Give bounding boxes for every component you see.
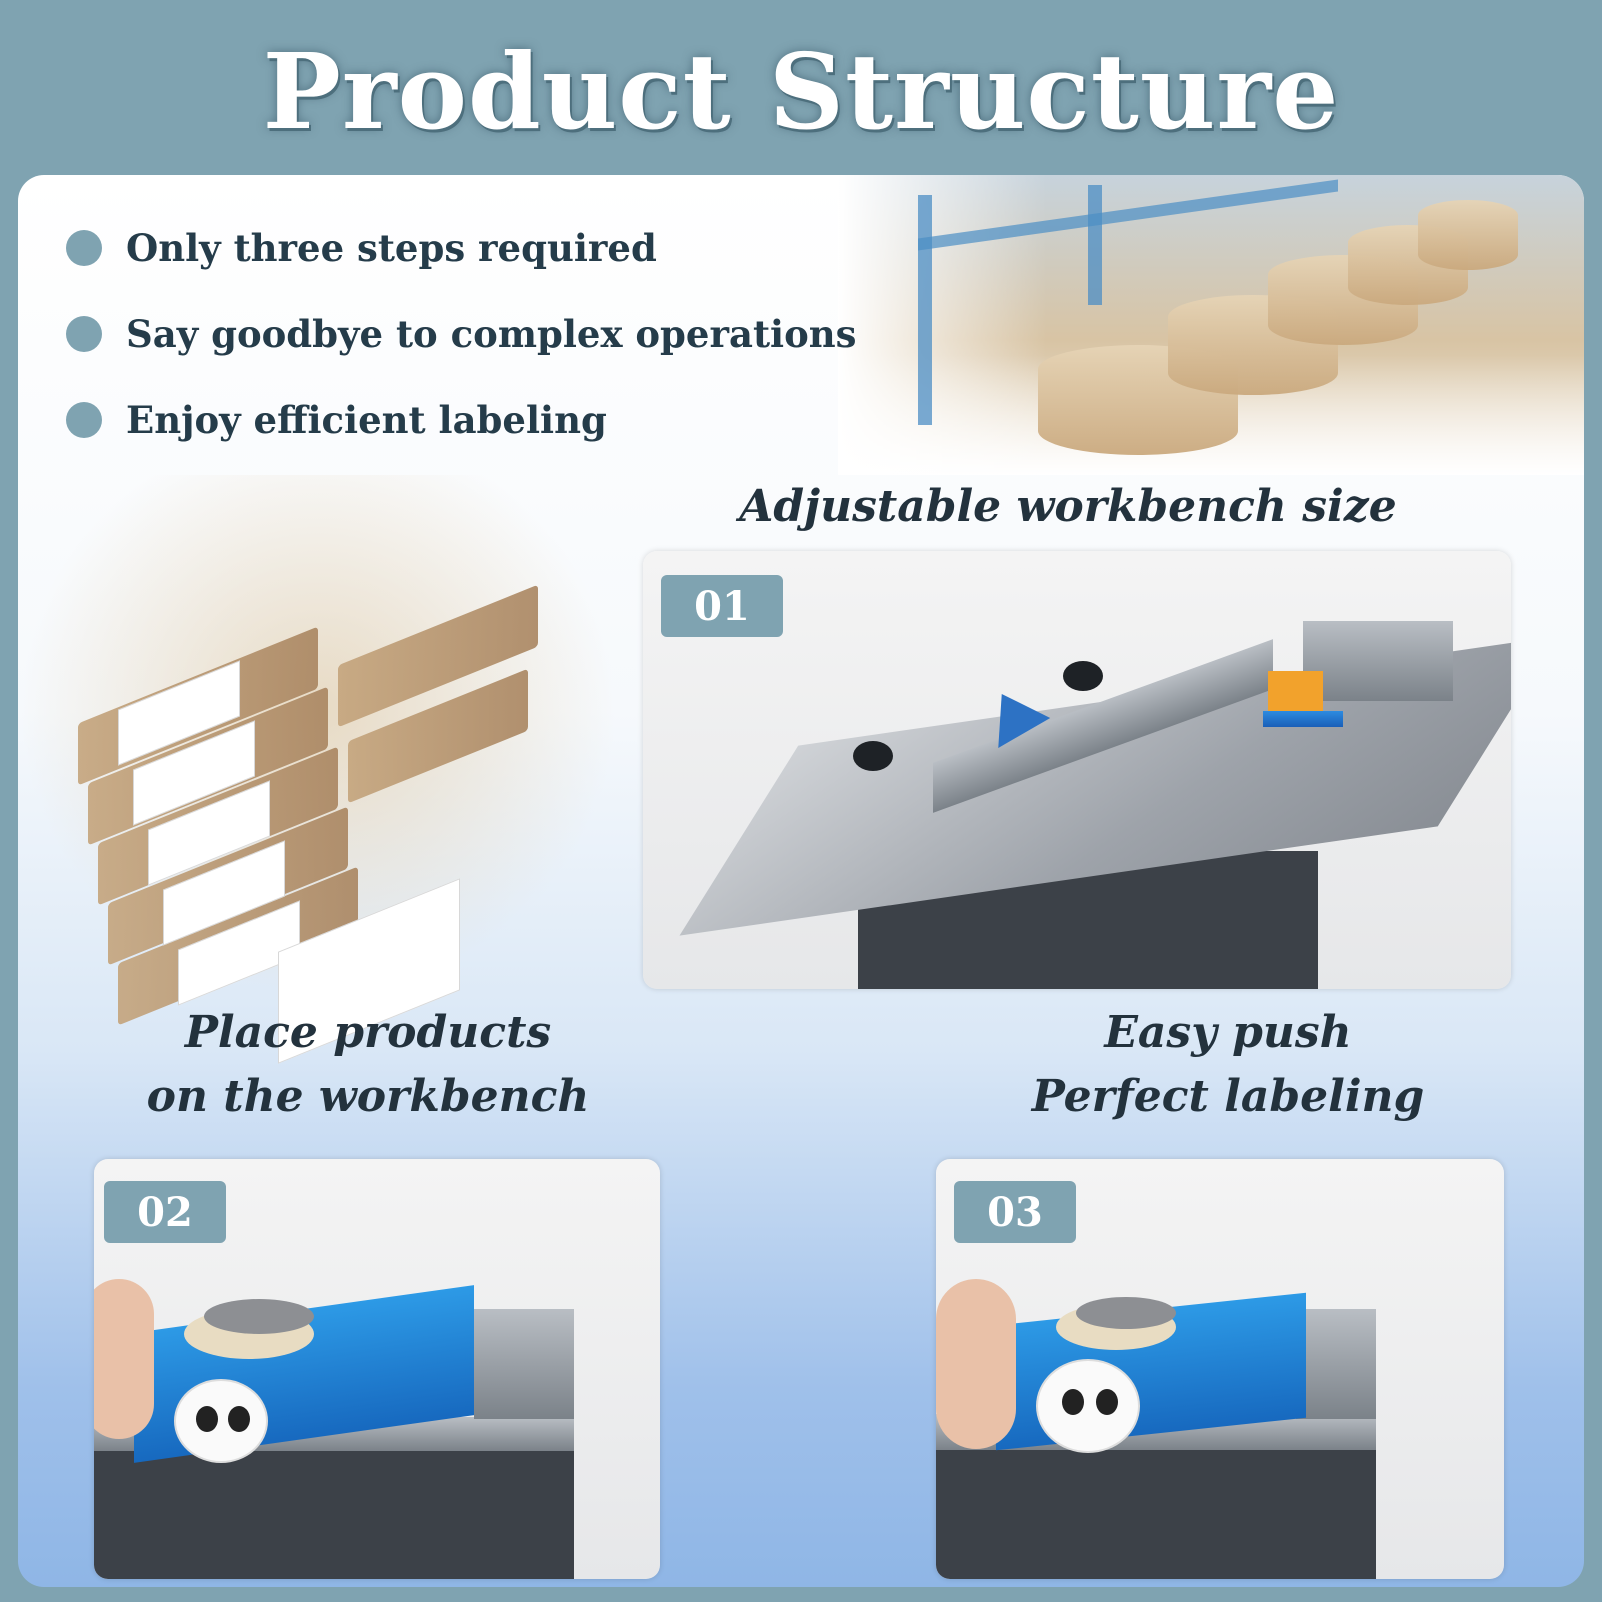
feature-text: Say goodbye to complex operations — [126, 312, 857, 356]
bullet-dot-icon — [66, 230, 102, 266]
step-2-caption-line-1: Place products — [184, 1007, 552, 1058]
panda-icon — [1036, 1359, 1140, 1453]
labeled-boxes-image — [18, 475, 618, 1064]
step-1-number-badge: 01 — [661, 575, 783, 637]
step-2-caption: Place products on the workbench — [88, 1001, 648, 1129]
step-2-caption-line-2: on the workbench — [146, 1071, 590, 1122]
step-1-photo: 01 — [643, 551, 1511, 989]
feature-text: Enjoy efficient labeling — [126, 398, 607, 442]
step-1-caption-text: Adjustable workbench size — [739, 481, 1397, 532]
feature-text: Only three steps required — [126, 226, 657, 270]
panda-icon — [174, 1379, 268, 1463]
step-2-photo: 02 — [94, 1159, 660, 1579]
adjust-knob-icon — [1063, 661, 1103, 691]
step-3-photo: 03 — [936, 1159, 1504, 1579]
feature-list: Only three steps required Say goodbye to… — [66, 205, 857, 463]
step-1-caption: Adjustable workbench size — [668, 475, 1468, 539]
factory-backdrop-image — [838, 175, 1584, 475]
bullet-dot-icon — [66, 316, 102, 352]
content-panel: Only three steps required Say goodbye to… — [18, 175, 1584, 1587]
step-3-caption-line-1: Easy push — [1104, 1007, 1352, 1058]
step-2-number-badge: 02 — [104, 1181, 226, 1243]
feature-item: Enjoy efficient labeling — [66, 377, 857, 463]
feature-item: Say goodbye to complex operations — [66, 291, 857, 377]
feature-item: Only three steps required — [66, 205, 857, 291]
page-title: Product Structure — [262, 30, 1340, 153]
step-3-caption-line-2: Perfect labeling — [1031, 1071, 1425, 1122]
step-3-number-badge: 03 — [954, 1181, 1076, 1243]
bullet-dot-icon — [66, 402, 102, 438]
step-3-caption: Easy push Perfect labeling — [948, 1001, 1508, 1129]
adjust-knob-icon — [853, 741, 893, 771]
